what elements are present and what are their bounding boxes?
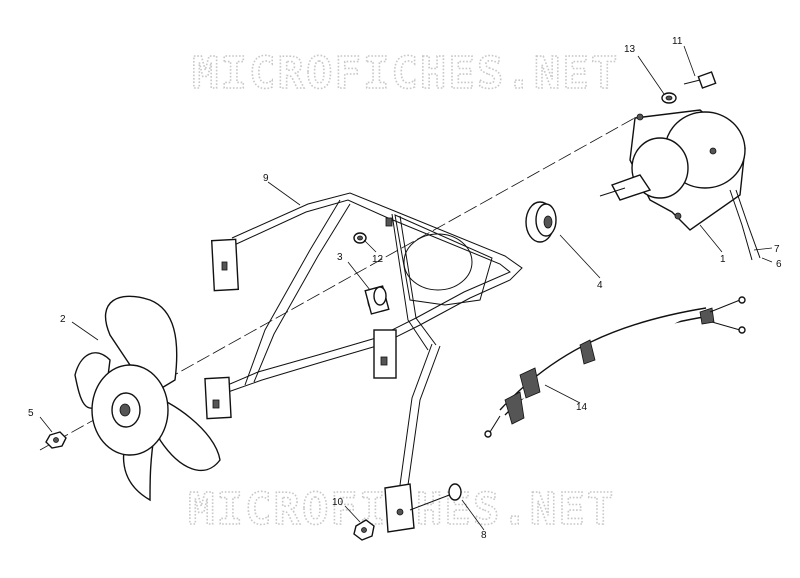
callout-8: 8: [481, 530, 487, 541]
bolt-8: [409, 483, 462, 511]
fan-hub: [525, 201, 557, 243]
wire-harness: [484, 296, 746, 438]
callout-5: 5: [28, 408, 34, 419]
nut-10: [353, 519, 375, 541]
callout-1: 1: [720, 254, 726, 265]
nut-5: [45, 431, 67, 449]
callout-12: 12: [372, 254, 384, 265]
callout-14: 14: [576, 402, 588, 413]
callout-13: 13: [624, 44, 636, 55]
callout-11: 11: [672, 36, 683, 47]
washer-13: [661, 92, 677, 104]
screw-11: [683, 71, 717, 89]
fan-blade: [74, 295, 221, 502]
leader-lines: [39, 45, 773, 531]
callout-3: 3: [337, 252, 343, 263]
callout-7: 7: [774, 244, 780, 255]
callout-10: 10: [332, 497, 344, 508]
callout-4: 4: [597, 280, 603, 291]
callout-6: 6: [776, 259, 782, 270]
watermark-top: MICROFICHES.NET: [192, 48, 619, 99]
callout-2: 2: [60, 314, 66, 325]
fan-motor: [599, 109, 761, 261]
spacer: [364, 285, 390, 315]
nut-12: [353, 232, 367, 244]
fan-bracket: [204, 192, 523, 533]
callout-9: 9: [263, 173, 269, 184]
